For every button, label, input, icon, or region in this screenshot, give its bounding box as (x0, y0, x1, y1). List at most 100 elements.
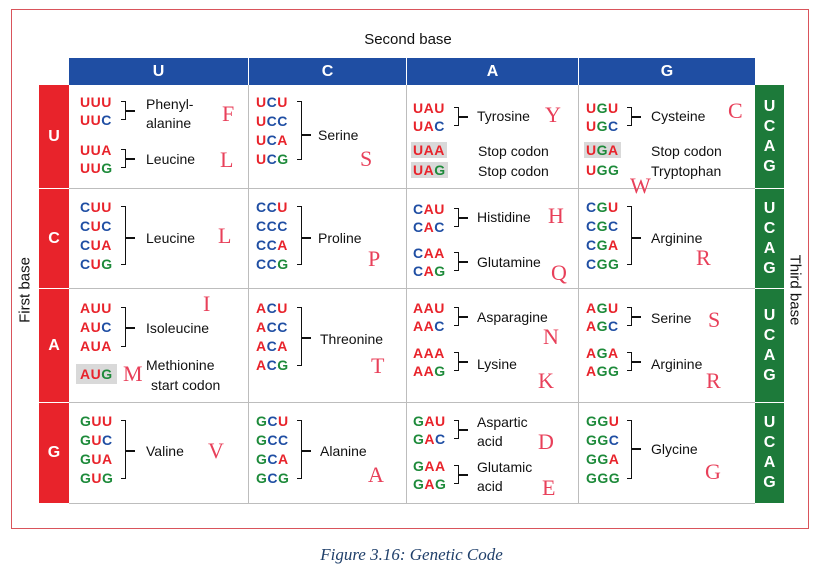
nucleotide: U (277, 300, 288, 316)
nucleotide: A (101, 237, 112, 253)
nucleotide: G (434, 263, 446, 279)
nucleotide: A (434, 345, 445, 361)
third-base-letter: G (763, 157, 776, 175)
nucleotide: C (266, 218, 278, 234)
nucleotide: A (586, 363, 597, 379)
nucleotide: A (256, 338, 267, 354)
codon: AGU (586, 300, 619, 317)
amino-acid-label: Tryptophan (651, 163, 722, 179)
nucleotide: A (413, 318, 424, 334)
nucleotide: C (586, 199, 597, 215)
amino-acid-label: Lysine (477, 356, 517, 372)
stop-codon-highlight: UAG (411, 162, 448, 178)
nucleotide: A (256, 300, 267, 316)
amino-acid-label: Serine (651, 310, 692, 326)
codon: ACG (256, 357, 289, 374)
amino-acid-label: Alanine (320, 443, 367, 459)
nucleotide: G (596, 218, 609, 234)
nucleotide: C (277, 113, 288, 129)
codon: AUG (76, 364, 117, 384)
nucleotide: A (423, 219, 435, 235)
one-letter-code: G (705, 459, 721, 484)
amino-acid-label: acid (477, 433, 503, 449)
third-base-letter: G (763, 366, 776, 384)
grid-line (69, 188, 755, 189)
nucleotide: U (91, 413, 103, 429)
nucleotide: U (101, 199, 112, 215)
third-base-group-c: U C A G (755, 189, 784, 288)
nucleotide: G (586, 470, 598, 486)
amino-acid-label: Histidine (477, 209, 531, 225)
second-base-title: Second base (364, 31, 452, 48)
nucleotide: A (423, 363, 435, 379)
nucleotide: G (586, 413, 598, 429)
nucleotide: A (423, 245, 435, 261)
nucleotide: A (423, 263, 435, 279)
amino-acid-label: alanine (146, 115, 192, 131)
bracket (627, 420, 632, 479)
codon: CGG (586, 256, 619, 273)
nucleotide: A (608, 142, 619, 158)
nucleotide: U (586, 142, 597, 158)
nucleotide: U (608, 413, 620, 429)
third-base-letter: A (763, 239, 776, 257)
nucleotide: U (413, 100, 424, 116)
third-base-letter: G (763, 474, 776, 491)
nucleotide: U (90, 218, 102, 234)
column-header-u: U (69, 58, 248, 85)
one-letter-code: W (630, 173, 651, 198)
codon: UAG (411, 162, 448, 179)
codon: GUC (80, 432, 113, 449)
nucleotide: C (586, 256, 597, 272)
nucleotide: A (423, 118, 435, 134)
bracket (454, 307, 459, 326)
nucleotide: U (586, 100, 597, 116)
bracket (454, 252, 459, 271)
nucleotide: U (102, 413, 113, 429)
nucleotide: C (266, 357, 278, 373)
nucleotide: G (256, 413, 268, 429)
nucleotide: C (80, 199, 91, 215)
one-letter-code: C (728, 98, 743, 123)
nucleotide: C (267, 470, 279, 486)
bracket-tick (459, 361, 468, 363)
nucleotide: U (80, 112, 91, 128)
nucleotide: C (266, 94, 278, 110)
nucleotide: A (277, 132, 288, 148)
third-base-letter: A (763, 346, 776, 364)
codon: CAA (413, 245, 445, 262)
nucleotide: G (413, 413, 425, 429)
nucleotide: C (267, 451, 279, 467)
amino-acid-label: Asparagine (477, 309, 548, 325)
nucleotide: G (596, 100, 609, 116)
bracket (297, 307, 302, 366)
nucleotide: G (596, 162, 609, 178)
nucleotide: G (80, 451, 92, 467)
nucleotide: C (266, 199, 278, 215)
nucleotide: G (596, 142, 609, 158)
amino-acid-label: Glutamic (477, 459, 533, 475)
codon: CCG (256, 256, 289, 273)
nucleotide: C (413, 263, 424, 279)
nucleotide: C (101, 218, 112, 234)
third-base-group-a: U C A G (755, 289, 784, 402)
nucleotide: C (586, 218, 597, 234)
bracket-tick (302, 134, 311, 136)
bracket-tick (126, 450, 135, 452)
nucleotide: G (256, 451, 268, 467)
nucleotide: G (434, 162, 446, 178)
bracket-tick (632, 237, 641, 239)
one-letter-code: T (371, 353, 385, 378)
bracket-tick (126, 327, 135, 329)
amino-acid-label: Methionine (146, 357, 215, 373)
third-base-group-g: U C A G (755, 403, 784, 503)
amino-acid-label: acid (477, 478, 503, 494)
column-header-c: C (249, 58, 406, 85)
nucleotide: G (597, 432, 609, 448)
nucleotide: U (91, 432, 103, 448)
one-letter-code: D (538, 429, 554, 454)
nucleotide: G (596, 345, 609, 361)
amino-acid-label: Glutamine (477, 254, 541, 270)
third-base-letter: A (763, 454, 776, 471)
nucleotide: U (90, 366, 102, 382)
